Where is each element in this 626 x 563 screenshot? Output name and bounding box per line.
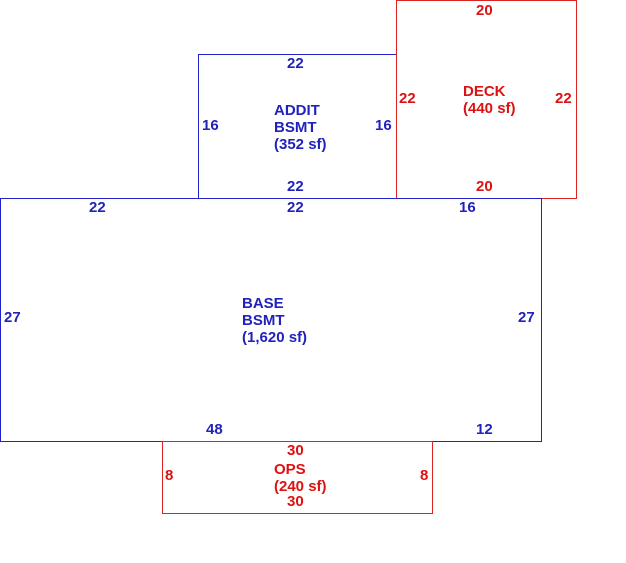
deck-dim-left: 22 [399,90,416,107]
ops-area: (240 sf) [274,478,327,495]
addit-name-line1: ADDIT [274,102,320,119]
deck-dim-bottom: 20 [476,178,493,195]
base-dim-top-mid: 22 [287,199,304,216]
ops-name: OPS [274,461,306,478]
addit-area: (352 sf) [274,136,327,153]
base-dim-right: 27 [518,309,535,326]
addit-dim-bottom: 22 [287,178,304,195]
deck-dim-right: 22 [555,90,572,107]
deck-area: (440 sf) [463,100,516,117]
ops-label: OPS (240 sf) [274,461,327,495]
addit-bsmt-label: ADDIT BSMT (352 sf) [274,102,327,153]
base-dim-top-left: 22 [89,199,106,216]
ops-dim-bottom: 30 [287,493,304,510]
ops-outline [162,441,433,514]
addit-dim-right: 16 [375,117,392,134]
addit-name-line2: BSMT [274,119,317,136]
ops-dim-right: 8 [420,467,429,484]
deck-dim-top: 20 [476,2,493,19]
base-area: (1,620 sf) [242,329,308,346]
addit-dim-left: 16 [202,117,219,134]
ops-dim-left: 8 [165,467,174,484]
ops-dim-top: 30 [287,442,304,459]
base-dim-left: 27 [4,309,21,326]
base-dim-top-right: 16 [459,199,476,216]
base-bsmt-label: BASE BSMT (1,620 sf) [242,295,307,346]
deck-name: DECK [463,83,506,100]
base-name-line1: BASE [242,295,284,312]
deck-label: DECK (440 sf) [463,83,516,117]
base-name-line2: BSMT [242,312,285,329]
base-dim-bottom-left: 48 [206,421,223,438]
base-dim-bottom-right: 12 [476,421,493,438]
addit-dim-top: 22 [287,55,304,72]
